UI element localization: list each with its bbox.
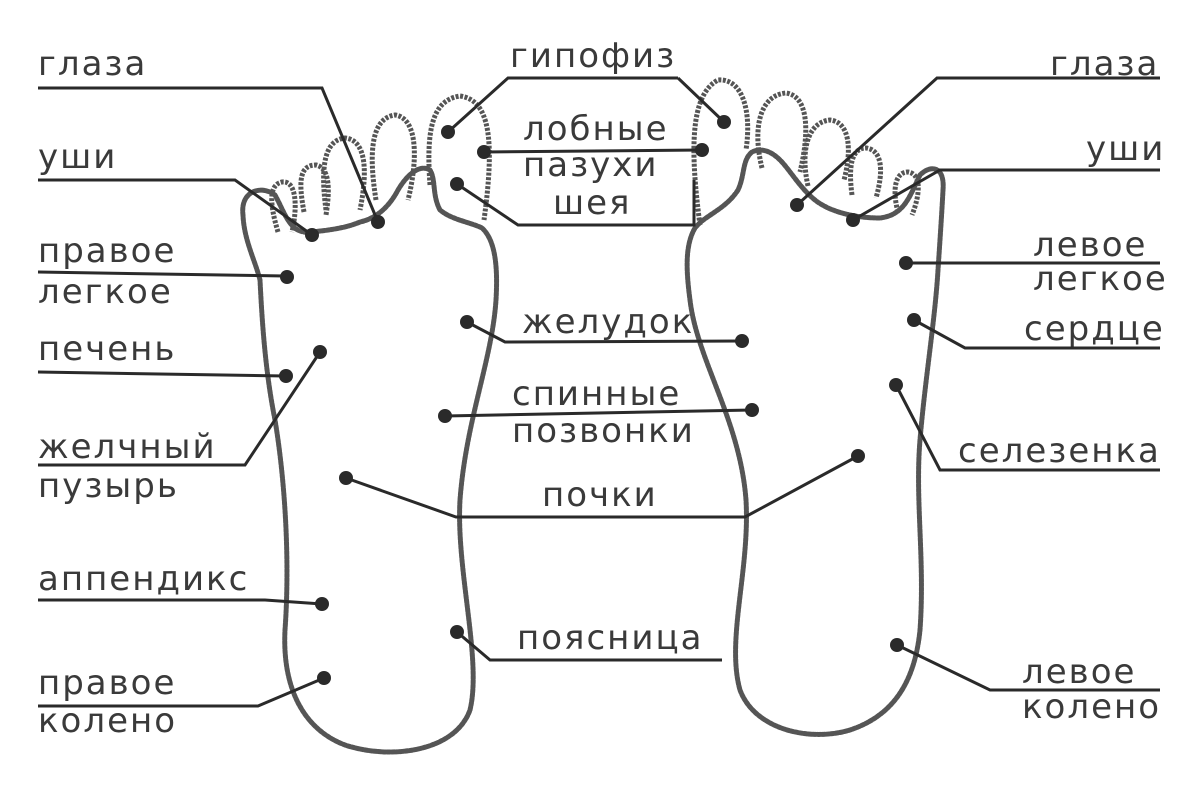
point-pravoe-koleno xyxy=(317,671,331,685)
label-lobnye-1: лобные xyxy=(523,109,669,149)
left-toe-4 xyxy=(369,112,417,201)
leader-ushi-right xyxy=(852,168,1160,222)
label-glaza-left: глаза xyxy=(38,44,147,84)
point-lobnye-left xyxy=(477,145,491,159)
leader-pechen xyxy=(37,370,286,378)
left-toe-5 xyxy=(426,93,492,221)
leader-lobnye xyxy=(483,148,703,154)
right-foot-outline xyxy=(684,147,946,737)
label-zhelchny-2: пузырь xyxy=(38,466,179,506)
leader-zheludok xyxy=(466,320,743,344)
left-foot-outline xyxy=(240,165,500,755)
left-toe-2 xyxy=(298,162,331,216)
point-pechen xyxy=(279,369,293,383)
leader-selezenka xyxy=(894,384,1160,472)
leader-levoe-koleno xyxy=(896,643,1160,692)
label-spinnye-1: спинные xyxy=(512,374,681,414)
leader-ushi-left xyxy=(38,178,313,237)
point-gipofiz-right xyxy=(717,115,731,129)
right-toe-5 xyxy=(691,77,751,226)
label-pravoe-koleno-2: колено xyxy=(38,701,177,741)
label-zheludok: желудок xyxy=(522,302,694,342)
leader-sheya xyxy=(456,180,696,227)
right-toe-4 xyxy=(755,90,809,173)
point-glaza-right xyxy=(790,198,804,212)
label-pechen: печень xyxy=(38,329,176,369)
label-levoe-legkoe-2: легкое xyxy=(1033,259,1168,299)
leader-serdtse xyxy=(913,318,1160,350)
label-spinnye-2: позвонки xyxy=(512,411,695,451)
label-selezenka: селезенка xyxy=(958,431,1161,471)
label-pravoe-koleno-1: правое xyxy=(38,663,176,703)
leader-spinnye xyxy=(444,408,753,418)
leader-gipofiz-left xyxy=(446,76,678,134)
right-foot xyxy=(684,77,946,737)
point-sheya xyxy=(450,177,464,191)
right-toe-2 xyxy=(848,145,884,199)
point-glaza-left xyxy=(371,215,385,229)
label-zhelchny-1: желчный xyxy=(38,427,217,467)
leader-pravoe-legkoe xyxy=(37,270,286,278)
label-serdtse: сердце xyxy=(1024,309,1165,349)
label-sheya: шея xyxy=(553,183,631,223)
point-zheludok-right xyxy=(735,334,749,348)
point-levoe-koleno xyxy=(890,638,904,652)
leader-pravoe-koleno xyxy=(38,676,325,708)
leader-glaza-right xyxy=(795,76,1160,207)
leader-appendiks xyxy=(38,598,323,606)
leader-pochki xyxy=(345,454,859,519)
leader-glaza-left xyxy=(38,86,380,223)
point-lobnye-right xyxy=(695,143,709,157)
left-toe-3 xyxy=(321,135,367,211)
leader-zhelchny xyxy=(38,351,322,467)
right-toe-1 xyxy=(892,169,921,216)
point-pochki-right xyxy=(851,449,865,463)
point-selezenka xyxy=(889,378,903,392)
point-ushi-right xyxy=(846,213,860,227)
label-levoe-legkoe-1: левое xyxy=(1033,225,1147,265)
label-poyasnitsa: поясница xyxy=(517,618,703,658)
point-serdtse xyxy=(907,313,921,327)
label-appendiks: аппендикс xyxy=(38,559,249,599)
label-gipofiz: гипофиз xyxy=(510,36,676,76)
point-appendiks xyxy=(315,597,329,611)
label-ushi-left: уши xyxy=(38,137,117,177)
point-levoe-legkoe xyxy=(899,256,913,270)
point-pochki-left xyxy=(339,471,353,485)
label-levoe-koleno-1: левое xyxy=(1022,652,1136,692)
point-spinnye-right xyxy=(745,403,759,417)
leader-gipofiz-right xyxy=(676,76,726,124)
label-levoe-koleno-2: колено xyxy=(1022,687,1161,727)
point-zheludok-left xyxy=(460,315,474,329)
point-gipofiz-left xyxy=(441,125,455,139)
point-pravoe-legkoe xyxy=(280,270,294,284)
leader-poyasnitsa xyxy=(456,630,722,662)
left-toe-1 xyxy=(269,179,298,233)
label-pravoe-legkoe-2: легкое xyxy=(38,272,173,312)
label-pravoe-legkoe-1: правое xyxy=(38,231,176,271)
label-pochki: почки xyxy=(542,475,658,515)
left-foot xyxy=(240,93,500,755)
label-ushi-right: уши xyxy=(1086,129,1165,169)
point-zhelchny xyxy=(313,345,327,359)
point-poyasnitsa xyxy=(450,625,464,639)
point-ushi-left xyxy=(305,228,319,242)
point-spinnye-left xyxy=(438,409,452,423)
